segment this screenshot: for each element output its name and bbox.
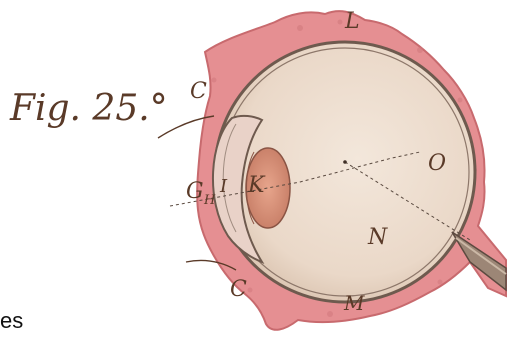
label-L: L	[344, 9, 360, 34]
label-C-top: C	[190, 79, 207, 104]
edge-text-fragment: es	[0, 308, 23, 333]
label-M: M	[343, 291, 365, 315]
label-C-bottom: C	[230, 277, 247, 302]
label-H: H	[203, 193, 216, 208]
label-G: G	[186, 179, 204, 204]
figure-caption: Fig. 25.°	[9, 88, 168, 129]
label-K: K	[247, 173, 266, 198]
center-point	[343, 160, 347, 164]
label-O: O	[428, 151, 446, 176]
label-I: I	[219, 176, 228, 197]
label-N: N	[367, 225, 388, 250]
